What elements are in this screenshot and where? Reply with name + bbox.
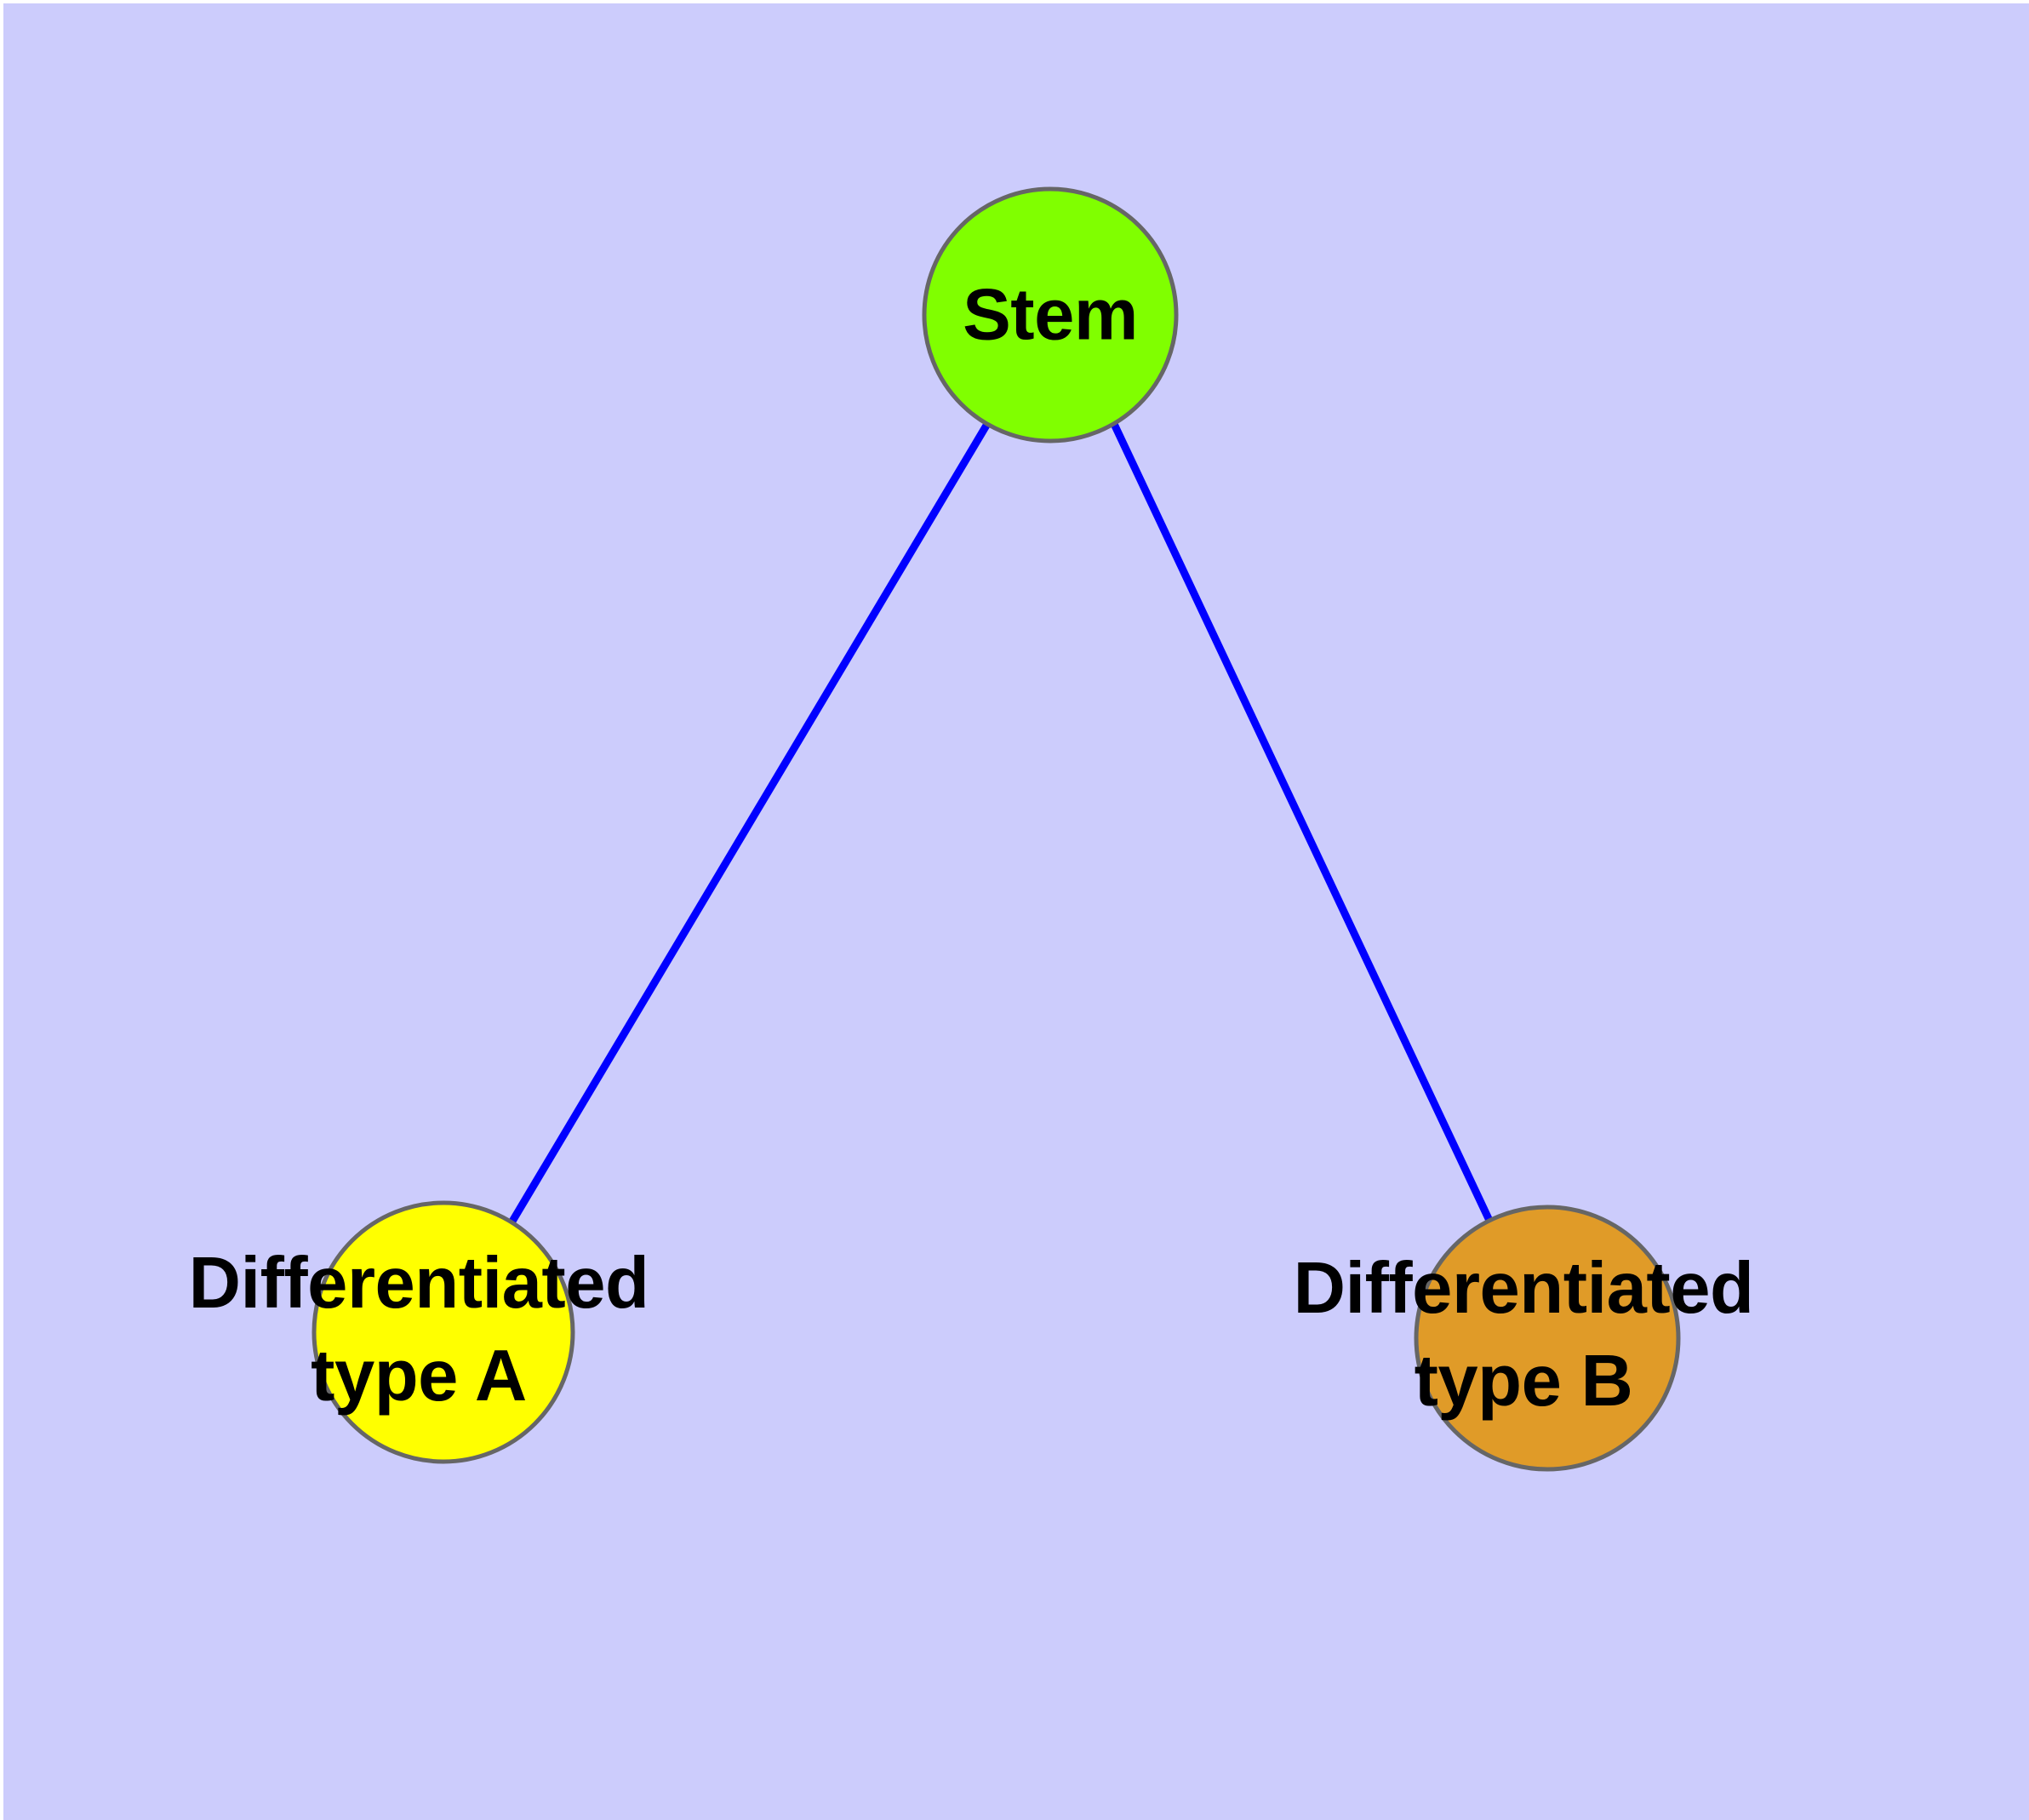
edge-stem-diff-a	[507, 421, 991, 1227]
edge-layer	[507, 421, 1495, 1227]
node-layer	[311, 186, 1681, 1472]
node-circle-differentiated-type-a[interactable]	[311, 1200, 575, 1464]
node-circle-differentiated-type-b[interactable]	[1414, 1205, 1681, 1472]
edge-stem-diff-b	[1110, 422, 1495, 1226]
node-circle-stem[interactable]	[922, 186, 1179, 444]
